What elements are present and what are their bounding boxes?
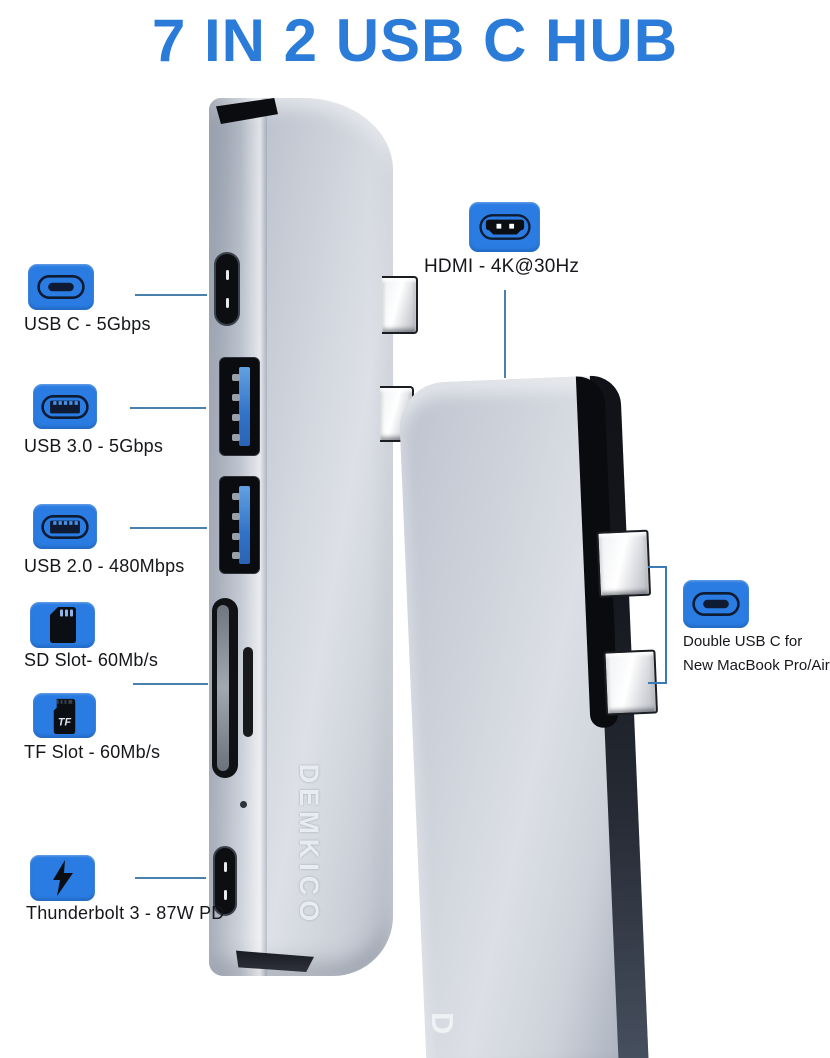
usb-3-icon — [33, 384, 97, 429]
usb-3-port — [219, 357, 260, 456]
usb-c-plug — [382, 276, 418, 334]
connector-line — [130, 527, 207, 529]
connector-line — [130, 407, 206, 409]
usb-port-tongue — [239, 486, 250, 564]
usb-c-glyph — [692, 592, 740, 616]
port-pin — [232, 394, 240, 401]
usb-3-label: USB 3.0 - 5Gbps — [24, 436, 164, 456]
port-pin — [232, 552, 240, 559]
usb-hub-device: DEMKICO — [209, 98, 418, 976]
tf-glyph-text: TF — [58, 716, 72, 728]
thunderbolt-icon — [30, 855, 95, 901]
port-pin — [232, 414, 240, 421]
hdmi-glyph — [478, 214, 531, 240]
sd-card-slot — [212, 598, 238, 778]
thunderbolt-port — [213, 846, 237, 916]
tf-card-glyph: TF — [53, 698, 76, 735]
hdmi-icon — [469, 202, 540, 252]
port-pin — [223, 862, 227, 872]
usb-2-port — [219, 476, 260, 574]
usb-2-label: USB 2.0 - 480Mbps — [24, 556, 185, 576]
port-pin — [232, 493, 240, 500]
sd-label: SD Slot- 60Mb/s — [24, 650, 159, 670]
led-indicator — [240, 801, 247, 808]
port-pin — [225, 270, 229, 280]
hdmi-label: HDMI - 4K@30Hz — [424, 256, 580, 277]
double-usb-c-label-line1: Double USB C for — [683, 633, 803, 650]
tf-card-slot — [243, 647, 253, 737]
sd-slot-inner — [217, 605, 229, 771]
port-pin — [232, 513, 240, 520]
double-usb-c-icon — [683, 580, 749, 628]
usb-c-label: USB C - 5Gbps — [24, 314, 151, 334]
usb-c-glyph — [37, 275, 85, 299]
lightning-glyph — [52, 860, 73, 896]
bracket-line — [648, 566, 667, 684]
port-pin — [232, 374, 240, 381]
connector-line — [135, 294, 207, 296]
usb-a-glyph — [41, 394, 89, 419]
sd-card-glyph — [49, 607, 76, 643]
port-pin — [232, 434, 240, 441]
port-pin — [232, 533, 240, 540]
hub-bottom-slot — [236, 950, 314, 972]
page-title: 7 IN 2 USB C HUB — [151, 7, 679, 74]
connector-line — [504, 290, 506, 378]
sd-card-icon — [30, 602, 95, 648]
usb-c-icon — [28, 264, 94, 310]
double-usb-c-label-line2: New MacBook Pro/Air — [683, 657, 830, 674]
thunderbolt-label: Thunderbolt 3 - 87W PD — [26, 903, 225, 923]
port-pin — [225, 298, 229, 308]
port-pin — [223, 890, 227, 900]
usb-port-tongue — [239, 367, 250, 446]
usb-2-icon — [33, 504, 97, 549]
connector-line — [133, 683, 208, 685]
usb-a-glyph — [41, 514, 89, 539]
connector-line — [135, 877, 206, 879]
tf-label: TF Slot - 60Mb/s — [24, 742, 161, 762]
tf-card-icon: TF — [33, 693, 96, 738]
usb-c-port — [214, 252, 240, 326]
